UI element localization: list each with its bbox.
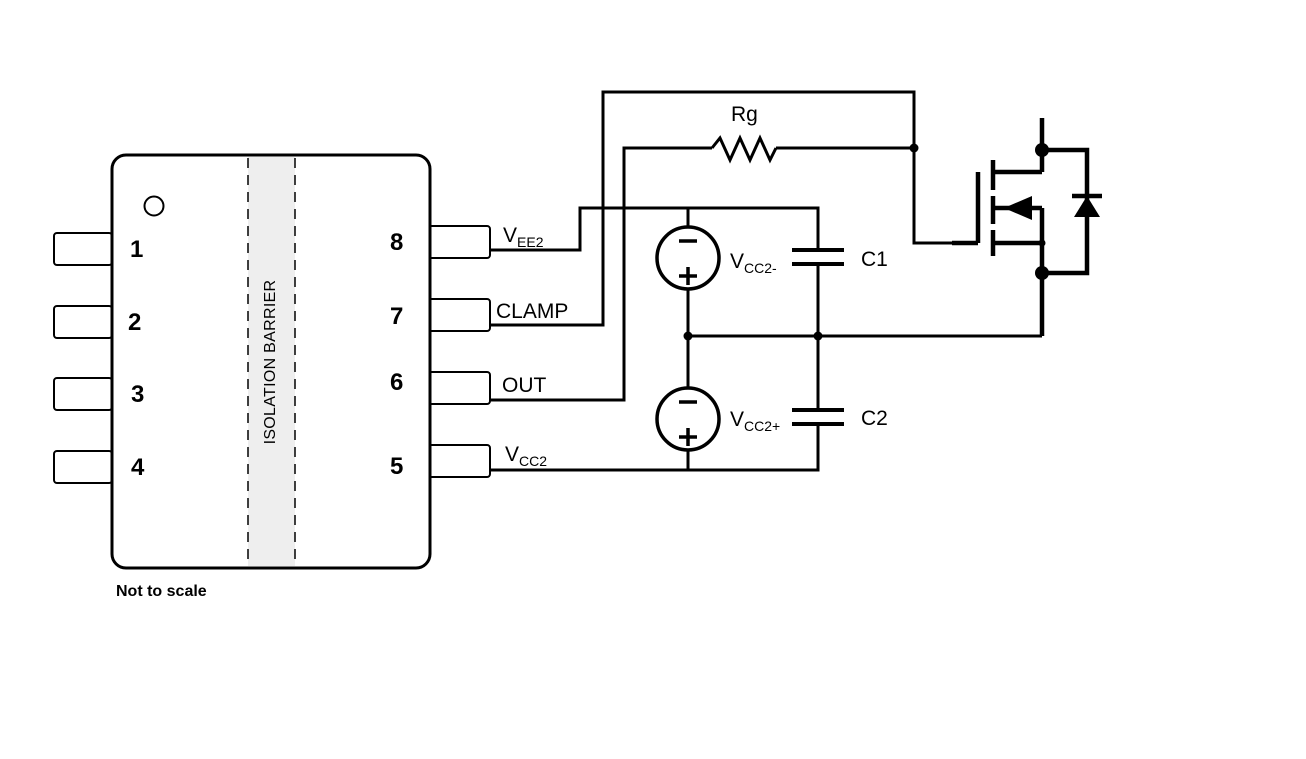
source-label-vcc2-minus: VCC2- [730,250,777,276]
pin-3-lead [53,377,113,411]
pin-4-lead [53,450,113,484]
capacitor-c1 [792,248,844,266]
pin-number-3: 3 [131,381,144,408]
signal-label-clamp: CLAMP [496,300,568,323]
junction-dot-mid-left [683,331,693,341]
pin-number-8: 8 [390,229,403,256]
wire-clamp [490,90,916,327]
signal-label-out: OUT [502,374,547,397]
not-to-scale-note: Not to scale [116,583,207,600]
junction-dot-mid-right [813,331,823,341]
capacitor-label-c1: C1 [861,248,888,271]
ic-package: ISOLATION BARRIER 1 2 3 4 8 7 6 5 [53,153,491,570]
voltage-source-vcc2-plus [655,386,721,452]
pin1-marker-icon [143,195,165,217]
pin-number-7: 7 [390,303,403,330]
resistor-rg-zigzag [710,134,778,164]
wire-out [490,146,712,402]
capacitor-c2 [792,408,844,426]
pin-5-lead [427,444,491,478]
source-label-vcc2-plus: VCC2+ [730,408,780,434]
wire-vcc2 [490,424,820,472]
pin-6-lead [427,371,491,405]
junction-dot-gate [909,143,919,153]
isolation-barrier-label: ISOLATION BARRIER [262,280,279,445]
pin-number-2: 2 [128,309,141,336]
voltage-source-vcc2-minus [655,225,721,291]
pin-1-lead [53,232,113,266]
mosfet-icon [952,118,1102,336]
signal-label-vee2: VEE2 [503,224,544,250]
pin-8-lead [427,225,491,259]
resistor-label-rg: Rg [731,103,758,126]
wire-vee2 [490,206,820,252]
pin-number-6: 6 [390,369,403,396]
signal-label-vcc2: VCC2 [505,443,547,469]
pin-7-lead [427,298,491,332]
pin-2-lead [53,305,113,339]
isolation-barrier-band [248,157,295,566]
capacitor-label-c2: C2 [861,407,888,430]
pin-number-5: 5 [390,453,403,480]
wire-gate [912,148,978,245]
pin-number-4: 4 [131,454,145,481]
pin-number-1: 1 [130,236,143,263]
